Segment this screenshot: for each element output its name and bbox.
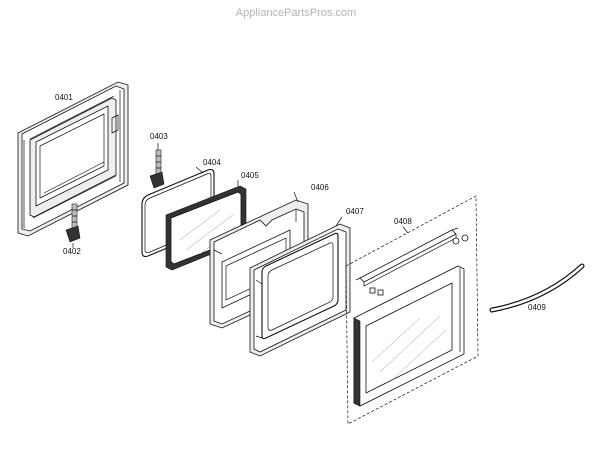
label-0409: 0409 [528, 303, 546, 312]
label-0406: 0406 [311, 183, 329, 192]
part-0409-trim-strip[interactable] [489, 263, 585, 313]
part-0405-glass-panel[interactable] [165, 185, 247, 271]
part-0403-hinge[interactable] [149, 149, 165, 189]
label-0405: 0405 [241, 171, 259, 180]
leader-0408 [402, 226, 409, 234]
label-0402: 0402 [63, 247, 81, 256]
leader-0404 [195, 166, 204, 174]
leader-0406 [293, 191, 299, 203]
label-0408: 0408 [394, 217, 412, 226]
label-0404: 0404 [203, 158, 221, 167]
label-0401: 0401 [55, 93, 73, 102]
leader-0407 [335, 216, 343, 227]
watermark: AppliancePartsPros.com [236, 7, 356, 19]
part-0407-door-liner[interactable] [249, 223, 351, 357]
label-0403: 0403 [150, 132, 168, 141]
part-0408-door-assembly[interactable] [345, 195, 479, 425]
part-0401-door-frame[interactable] [17, 81, 129, 237]
label-0407: 0407 [346, 207, 364, 216]
part-0402-hinge[interactable] [65, 203, 81, 243]
